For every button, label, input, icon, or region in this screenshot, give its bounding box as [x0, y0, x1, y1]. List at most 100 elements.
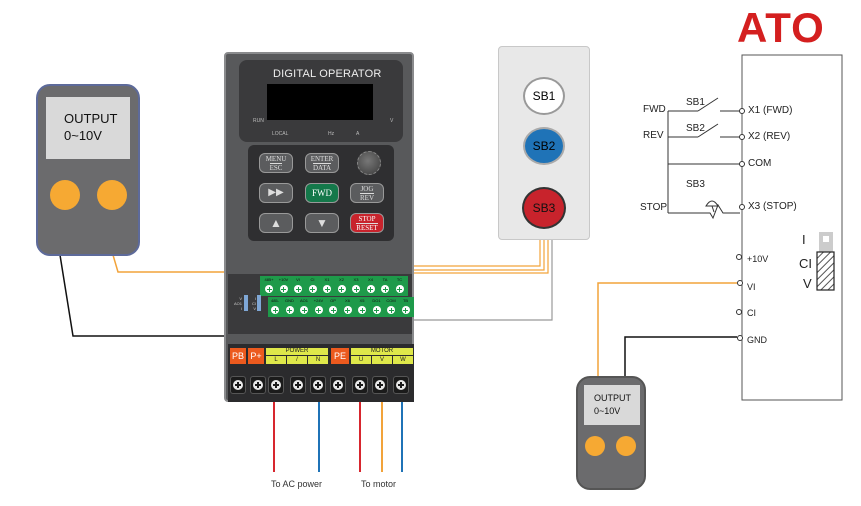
motor-label-w: W: [393, 356, 413, 364]
led-display: [267, 84, 373, 120]
fwd-key[interactable]: FWD: [305, 183, 339, 203]
power-screw[interactable]: [352, 376, 368, 394]
sch-label-sb3: SB3: [686, 179, 705, 190]
terminal-label: DO1: [372, 298, 381, 303]
power-label-slash: /: [287, 356, 307, 364]
terminal-screw[interactable]: [381, 285, 389, 293]
terminal-label: TA: [382, 277, 388, 282]
voltmeter-left-range: 0~10V: [64, 128, 102, 143]
motor-label-v: V: [372, 356, 392, 364]
terminal-screw[interactable]: [323, 285, 331, 293]
voltmeter-left-knob-2[interactable]: [97, 180, 127, 210]
terminal-screw[interactable]: [372, 306, 381, 314]
pe-label: PE: [331, 348, 349, 364]
voltmeter-left-screen: OUTPUT 0~10V: [46, 97, 130, 159]
sch-label-stop: STOP: [640, 202, 668, 213]
switch1-label-i: I: [240, 306, 242, 311]
wire-meter-bottom-signal: [597, 282, 737, 380]
terminal-screw[interactable]: [300, 306, 308, 314]
jumper-cap: [816, 251, 835, 291]
rev-key-label: REV: [360, 192, 374, 202]
terminal-screw[interactable]: [271, 306, 279, 314]
down-key[interactable]: ▼: [305, 213, 339, 233]
terminal-screw[interactable]: [366, 285, 375, 293]
voltmeter-bottom-knob-2[interactable]: [616, 436, 636, 456]
terminal-label: 485-: [270, 298, 279, 303]
sb2-button[interactable]: SB2: [523, 127, 565, 165]
switch1-label-v: V: [239, 296, 242, 301]
motor-title: MOTOR: [351, 348, 413, 355]
terminal-label: X6: [345, 298, 350, 303]
sch-label-sb2: SB2: [686, 123, 705, 134]
power-title: POWER: [266, 348, 328, 355]
terminal-screw[interactable]: [358, 306, 366, 314]
terminal-screw[interactable]: [395, 285, 404, 293]
power-screw[interactable]: [310, 376, 326, 394]
sch-terminal-ci: CI: [747, 308, 756, 318]
voltmeter-left: OUTPUT 0~10V: [36, 84, 140, 256]
terminal-screw[interactable]: [308, 285, 317, 293]
data-key-label: DATA: [312, 162, 332, 172]
enter-key-label: ENTER: [310, 154, 334, 163]
indicator-a: A: [356, 131, 360, 137]
terminal-screw[interactable]: [329, 306, 337, 314]
motor-label-u: U: [351, 356, 371, 364]
voltmeter-bottom-knob-1[interactable]: [585, 436, 605, 456]
power-screw[interactable]: [330, 376, 346, 394]
power-screw[interactable]: [268, 376, 284, 394]
sch-terminal-x1: X1 (FWD): [748, 105, 793, 116]
terminal-screw[interactable]: [294, 285, 302, 293]
pb-label: PB: [230, 348, 246, 364]
terminal-label: +10V: [278, 277, 289, 282]
terminal-screw[interactable]: [401, 306, 410, 314]
power-label-n: N: [308, 356, 328, 364]
shift-key[interactable]: ▶▶: [259, 183, 293, 203]
voltmeter-bottom: OUTPUT 0~10V: [576, 376, 646, 490]
terminal-screw[interactable]: [265, 285, 273, 293]
wire-com: [399, 240, 553, 321]
schematic-inverter-box: [741, 54, 843, 401]
indicator-run: RUN: [253, 118, 264, 124]
terminal-label: TB: [402, 298, 409, 303]
terminal-label: +24V: [313, 298, 324, 303]
terminal-label: OP: [330, 298, 336, 303]
sch-label-fwd: FWD: [643, 104, 666, 115]
indicator-v: V: [390, 118, 394, 124]
power-screw[interactable]: [290, 376, 306, 394]
power-screw[interactable]: [393, 376, 409, 394]
terminal-screw[interactable]: [337, 285, 346, 293]
sb1-button[interactable]: SB1: [523, 77, 565, 115]
terminal-screw[interactable]: [279, 285, 288, 293]
terminal-screw[interactable]: [387, 306, 395, 314]
dip-switch-ci[interactable]: [257, 295, 261, 311]
sch-label-rev: REV: [643, 130, 664, 141]
up-key[interactable]: ▲: [259, 213, 293, 233]
sb3-stop-button[interactable]: SB3: [522, 187, 566, 229]
sch-terminal-vi: VI: [747, 282, 756, 292]
potentiometer-dial[interactable]: [357, 151, 381, 175]
pushbutton-box: SB1 SB2 SB3: [498, 46, 590, 240]
dip-switch-ao1[interactable]: [244, 295, 248, 311]
terminal-screw[interactable]: [343, 306, 352, 314]
indicator-hz: Hz: [328, 131, 335, 137]
power-screw[interactable]: [230, 376, 246, 394]
voltmeter-left-knob-1[interactable]: [50, 180, 80, 210]
terminal-screw[interactable]: [285, 306, 294, 314]
terminal-label: CI: [310, 277, 315, 282]
dip-switch-ci-labels: I CI V: [250, 296, 256, 311]
sch-terminal-x3: X3 (STOP): [748, 201, 797, 212]
terminal-screw[interactable]: [352, 285, 360, 293]
jumper-label-ci: CI: [799, 256, 812, 271]
power-screw[interactable]: [250, 376, 266, 394]
power-screw[interactable]: [372, 376, 388, 394]
jumper-label-v: V: [803, 276, 812, 291]
indicator-local: LOCAL: [272, 131, 289, 137]
terminal-screw[interactable]: [314, 306, 323, 314]
terminal-label: VI: [296, 277, 300, 282]
